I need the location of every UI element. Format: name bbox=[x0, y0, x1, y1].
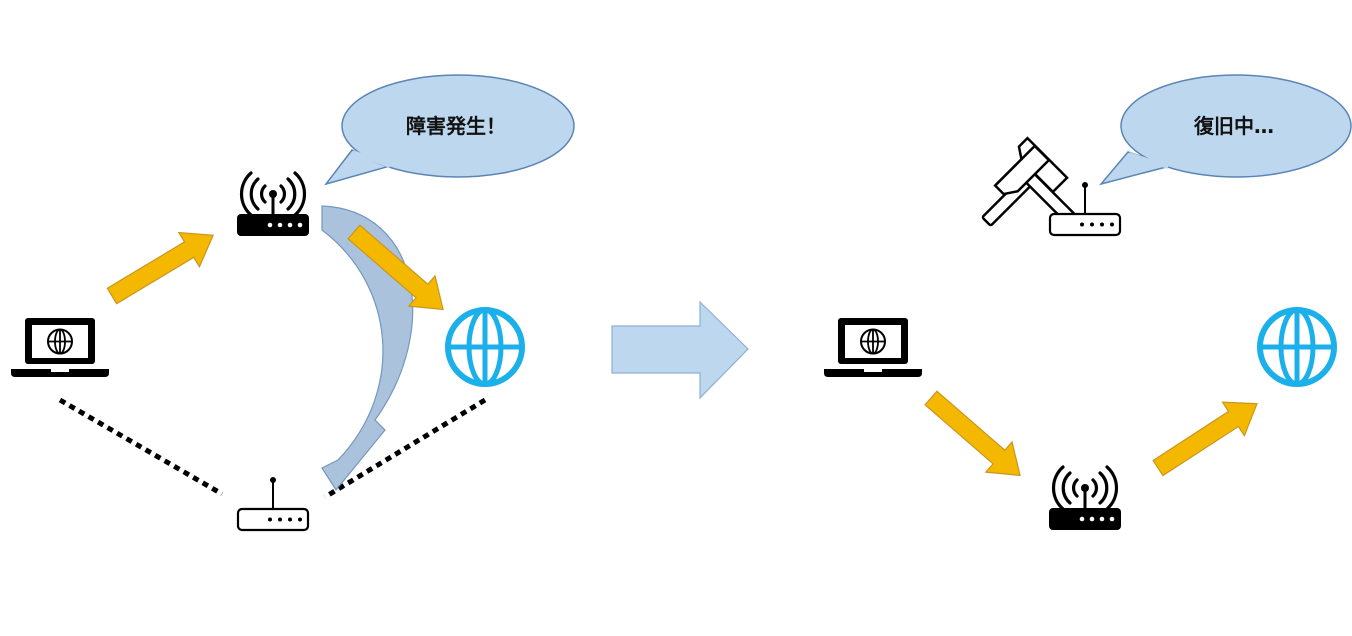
wifi-router-icon bbox=[1047, 465, 1123, 532]
status-bubble: 復旧中… bbox=[1098, 74, 1352, 186]
globe-icon bbox=[448, 310, 522, 384]
alert-bubble: 障害発生！ bbox=[324, 74, 575, 186]
router-icon bbox=[236, 475, 310, 532]
before-scene: 障害発生！ bbox=[10, 74, 575, 532]
laptop-icon bbox=[823, 317, 923, 378]
flow-arrow-laptop-to-router bbox=[101, 217, 225, 314]
flow-arrow-laptop-to-router bbox=[917, 382, 1034, 492]
flow-arrow-router-to-internet bbox=[1146, 386, 1269, 486]
backup-link-right bbox=[323, 397, 487, 500]
globe-icon bbox=[1260, 310, 1334, 384]
status-bubble-text: 復旧中… bbox=[1193, 114, 1274, 138]
backup-link-left bbox=[58, 397, 224, 497]
laptop-icon bbox=[10, 317, 110, 378]
wifi-router-icon bbox=[235, 171, 311, 238]
reroute-arrow bbox=[321, 205, 414, 492]
alert-bubble-text: 障害発生！ bbox=[406, 114, 506, 138]
right-arrow bbox=[611, 300, 749, 400]
after-scene: 復旧中… bbox=[823, 74, 1352, 532]
